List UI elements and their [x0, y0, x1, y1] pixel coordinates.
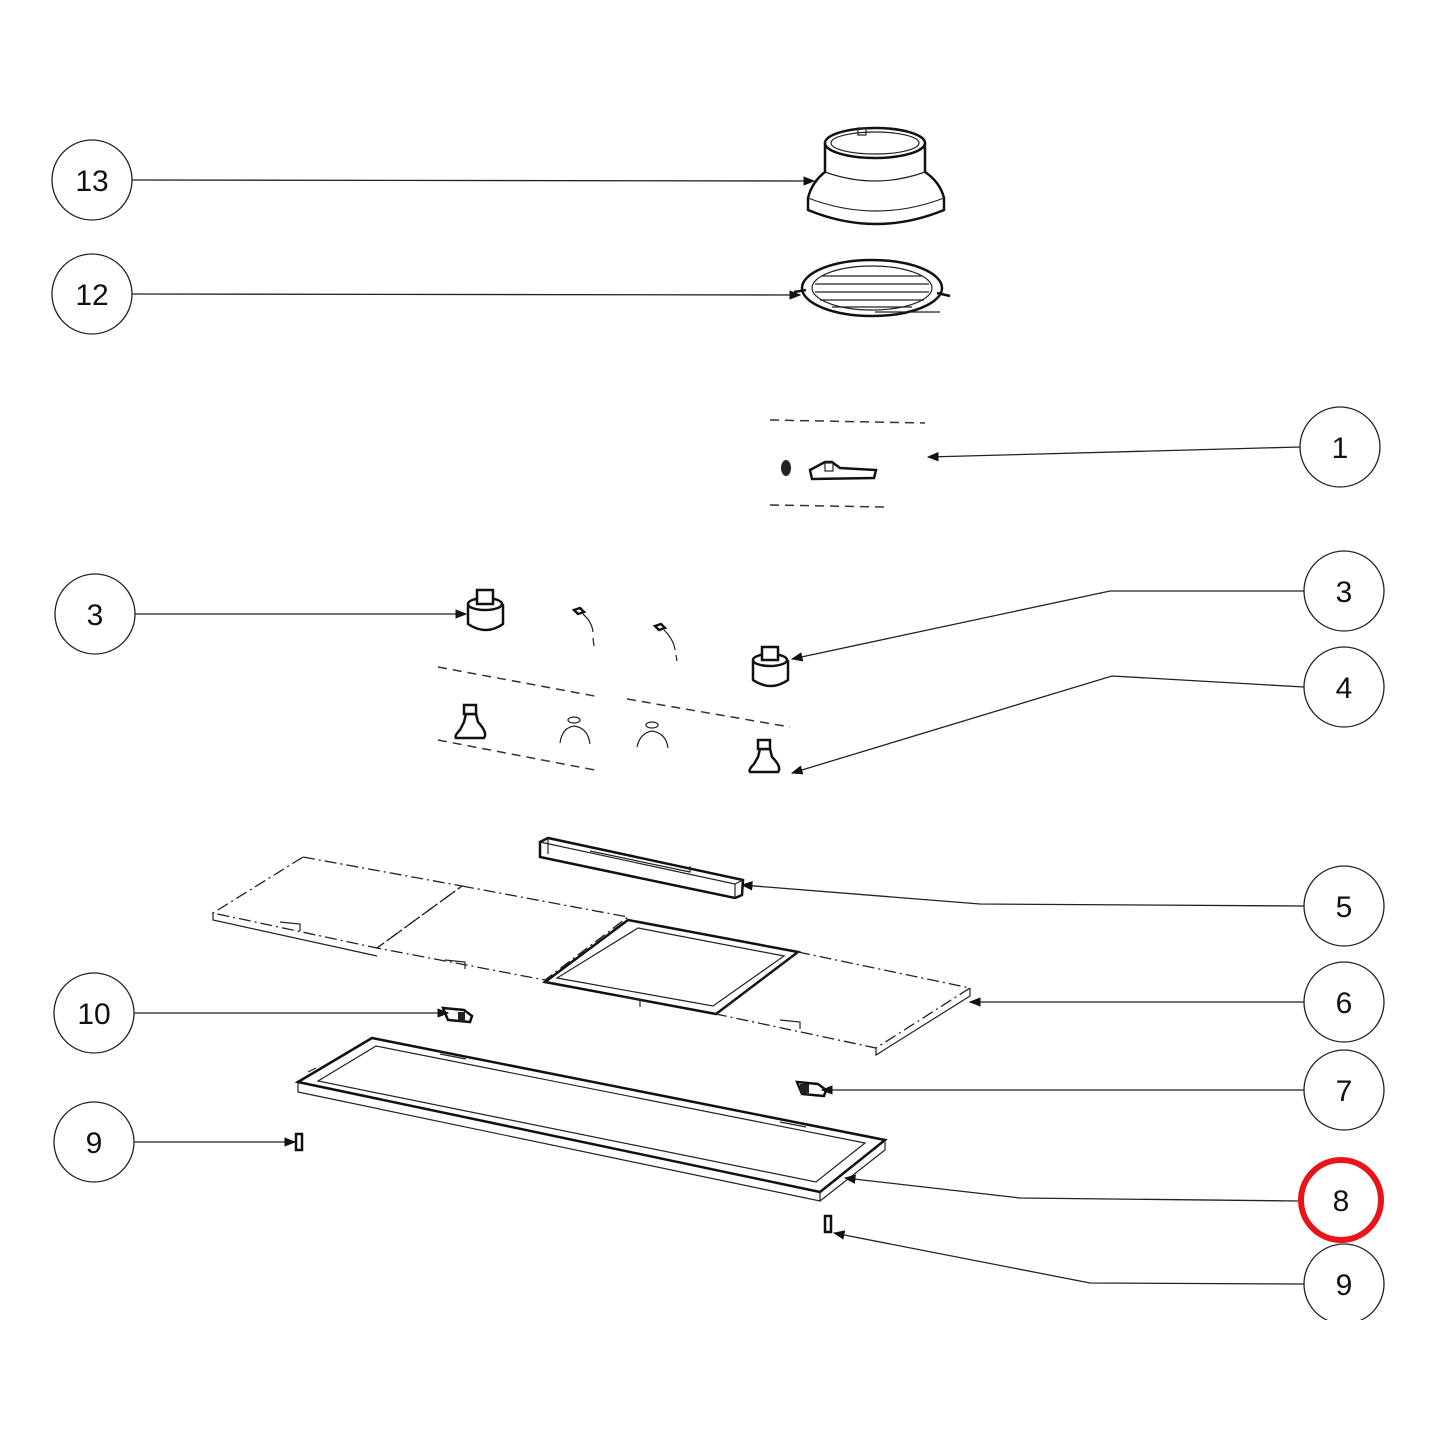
callout-7: 7	[1303, 1049, 1385, 1131]
callout-1: 1	[1299, 406, 1381, 488]
callout-label: 4	[1336, 672, 1353, 705]
fixing-kit-part	[769, 419, 926, 508]
callout-label: 3	[87, 599, 104, 632]
clip-part-right	[795, 1080, 828, 1098]
bracket-part	[538, 836, 745, 900]
callout-label: 9	[86, 1127, 103, 1160]
callout-6: 6	[1303, 961, 1385, 1043]
callout-label: 6	[1336, 987, 1353, 1020]
callout-13: 13	[51, 139, 133, 221]
callout-5: 5	[1303, 865, 1385, 947]
highlight-ring	[1298, 1157, 1384, 1243]
callout-3-left: 3	[54, 573, 136, 655]
callout-8-highlighted: 8	[1298, 1157, 1384, 1243]
round-grill-part	[793, 258, 951, 318]
leader-lines	[131, 176, 1305, 1285]
wire-connectors	[571, 606, 678, 662]
clip-part	[441, 1006, 474, 1024]
bulb-row	[437, 666, 791, 774]
screw-part-right	[823, 1214, 833, 1234]
callout-label: 12	[75, 279, 108, 312]
callout-label: 9	[1336, 1269, 1353, 1302]
filter-panel-assembly	[211, 856, 972, 1057]
callout-label: 3	[1336, 576, 1353, 609]
callout-label: 13	[75, 165, 108, 198]
callout-10: 10	[53, 972, 135, 1054]
callout-label: 7	[1336, 1075, 1353, 1108]
callout-12: 12	[51, 253, 133, 335]
screw-part-left	[294, 1132, 304, 1152]
callout-label: 8	[1333, 1185, 1350, 1218]
filter-frame-part	[294, 1036, 888, 1202]
lamp-holder-right	[751, 645, 790, 688]
callout-9-left: 9	[53, 1101, 135, 1183]
callout-label: 5	[1336, 891, 1353, 924]
callout-4: 4	[1303, 646, 1385, 728]
callout-3-right: 3	[1303, 550, 1385, 632]
callout-label: 10	[77, 998, 110, 1031]
lamp-holder-left	[466, 588, 505, 632]
callout-9-right: 9	[1303, 1243, 1385, 1325]
callout-label: 1	[1332, 432, 1349, 465]
duct-collar-part	[806, 126, 946, 226]
